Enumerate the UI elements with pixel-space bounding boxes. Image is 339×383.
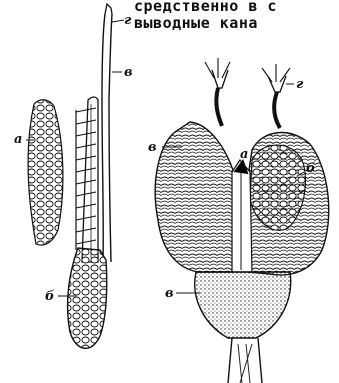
- label-g-left: г: [124, 14, 131, 27]
- left-organ-figure: [28, 4, 112, 348]
- label-g-right: г: [296, 78, 303, 91]
- label-v-right-bottom: в: [165, 287, 174, 300]
- label-v-left: в: [124, 66, 133, 79]
- label-b-left: б: [45, 290, 54, 303]
- label-a-left: а: [14, 133, 22, 146]
- label-v-right-top: в: [148, 141, 157, 154]
- label-b-right: б: [306, 162, 315, 175]
- label-a-right: а: [240, 148, 248, 161]
- right-organ-figure: [155, 58, 329, 383]
